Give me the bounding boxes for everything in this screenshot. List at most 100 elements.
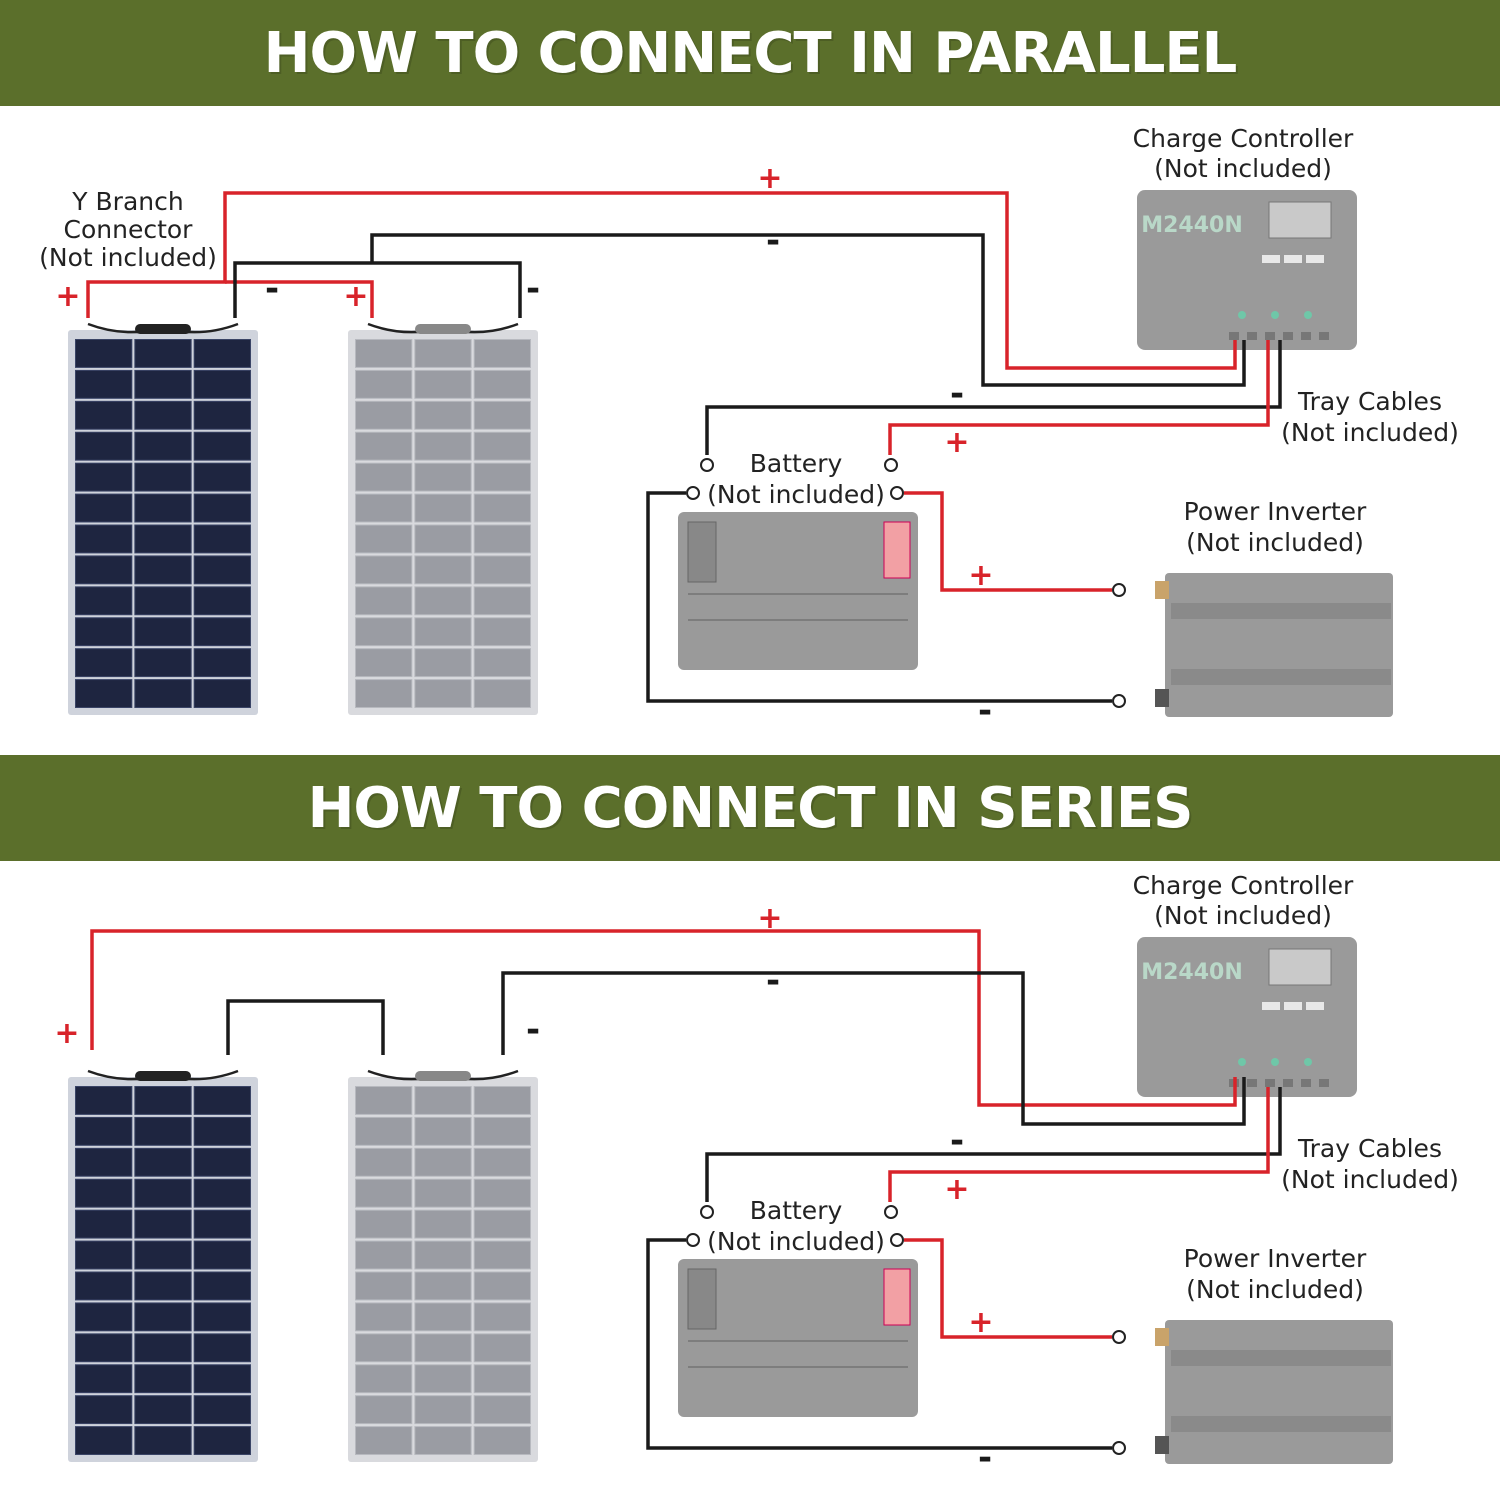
plus-sign: + (54, 1016, 79, 1051)
tray-cables-label-line: Tray Cables (1297, 1134, 1442, 1163)
battery-label-line: (Not included) (707, 1227, 885, 1256)
panel-cell (134, 586, 192, 616)
panel-cell (355, 586, 413, 616)
panel-cell (134, 1086, 192, 1115)
panel-cell (75, 431, 133, 461)
panel-cell (355, 1178, 413, 1208)
panel-cell (355, 1395, 413, 1425)
panel-cell (75, 462, 133, 492)
battery-icon (678, 1259, 918, 1417)
panel-cell (75, 493, 133, 523)
panel-cell (193, 524, 252, 554)
negative-wire (370, 233, 1246, 387)
panel-cell (473, 462, 531, 492)
panel-cell (355, 1364, 413, 1394)
panel-cell (414, 339, 472, 368)
controller-terminal (1265, 1079, 1275, 1087)
panel-cell (414, 400, 472, 430)
controller-screen (1268, 201, 1332, 239)
panel-cell (355, 679, 413, 708)
battery-neg-post (687, 1268, 717, 1330)
controller-button (1306, 255, 1324, 263)
ring-terminal-icon (686, 486, 700, 500)
panel-cell (134, 369, 192, 399)
plus-sign: + (944, 1172, 969, 1207)
power-inverter-icon (1155, 1320, 1393, 1464)
panel-cell (193, 462, 252, 492)
power-inverter-label-line: (Not included) (1186, 1275, 1364, 1304)
plus-sign: + (757, 901, 782, 936)
minus-sign: - (526, 1010, 540, 1050)
panel-cell (193, 586, 252, 616)
panel-cell (134, 555, 192, 585)
panel-cell (473, 679, 531, 708)
charge-controller-label-line: Charge Controller (1133, 124, 1354, 153)
panel-cell (414, 617, 472, 647)
panel-cell (355, 1116, 413, 1146)
negative-wire (705, 1087, 1282, 1202)
minus-sign: - (265, 269, 279, 309)
panel-cell (134, 524, 192, 554)
panel-cell (75, 617, 133, 647)
panel-cell (134, 431, 192, 461)
panel-cell (414, 524, 472, 554)
negative-wire (501, 971, 1246, 1126)
panel-cell (134, 648, 192, 678)
minus-sign: - (950, 1121, 964, 1161)
controller-led (1304, 1058, 1312, 1066)
ring-terminal-icon (884, 1205, 898, 1219)
panel-cell (193, 679, 252, 708)
panel-cell (193, 400, 252, 430)
panel-cell (414, 1302, 472, 1332)
panel-cell (473, 617, 531, 647)
panel-cell (134, 1395, 192, 1425)
inverter-body (1165, 1320, 1393, 1464)
panel-cell (193, 339, 252, 368)
panel-cell (355, 1302, 413, 1332)
panel-cell (193, 1302, 252, 1332)
ring-terminal-icon (1112, 583, 1126, 597)
controller-terminal (1319, 332, 1329, 340)
panel-cell (75, 1364, 133, 1394)
ring-terminal-icon (700, 458, 714, 472)
panel-cell (473, 524, 531, 554)
ring-terminal-icon (1112, 1330, 1126, 1344)
battery-pos-post (883, 521, 911, 579)
inverter-pos-terminal (1155, 1328, 1169, 1346)
controller-led (1271, 311, 1279, 319)
controller-terminal (1265, 332, 1275, 340)
ring-terminal-icon (686, 1233, 700, 1247)
panel-cell (414, 1086, 472, 1115)
charge-controller-icon: M2440N (1137, 190, 1357, 350)
negative-wire (226, 999, 385, 1055)
panel-cell (414, 1426, 472, 1456)
panel-cell (75, 400, 133, 430)
parallel-banner: HOW TO CONNECT IN PARALLEL (0, 0, 1500, 106)
plus-sign: + (757, 161, 782, 196)
panel-cell (473, 1395, 531, 1425)
panel-cell (355, 648, 413, 678)
plus-sign: + (968, 558, 993, 593)
panel-cell (134, 462, 192, 492)
panel-cell (355, 431, 413, 461)
panel-cell (75, 555, 133, 585)
panel-cell (414, 1116, 472, 1146)
panel-cell (75, 369, 133, 399)
controller-terminal (1283, 332, 1293, 340)
panel-cell (134, 1426, 192, 1456)
y-branch-label-line: (Not included) (39, 243, 217, 272)
panel-cell (75, 339, 133, 368)
panel-cell (473, 431, 531, 461)
panel-cell (193, 648, 252, 678)
minus-sign: - (978, 691, 992, 731)
battery-label-line: Battery (750, 1196, 843, 1225)
negative-wire (646, 1238, 1112, 1450)
panel-cell (414, 462, 472, 492)
positive-wire (86, 191, 1237, 370)
panel-cell (473, 1116, 531, 1146)
panel-cell (414, 431, 472, 461)
panel-cell (414, 555, 472, 585)
panel-cell (473, 1426, 531, 1456)
positive-wire (904, 491, 1112, 592)
